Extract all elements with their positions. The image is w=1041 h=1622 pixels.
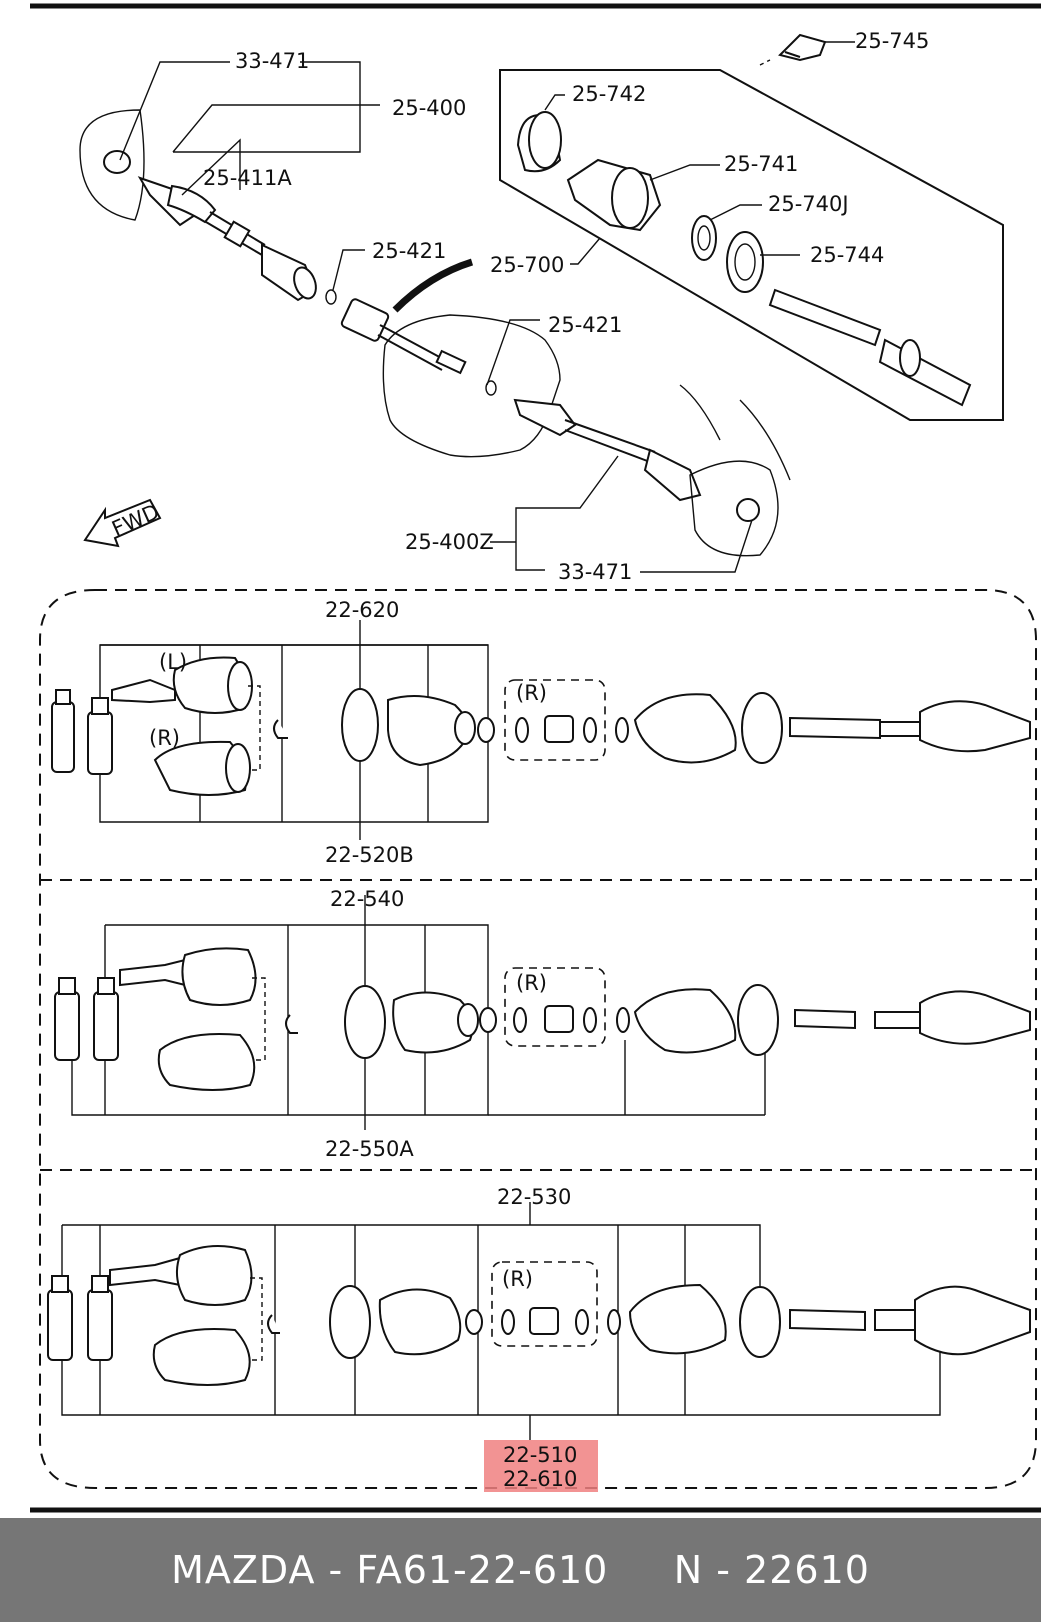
callout-25-700: 25-700	[490, 253, 564, 277]
section-3-top-label: 22-530	[497, 1185, 571, 1209]
section-1-right-tag: (R)	[149, 726, 180, 750]
footer-part-number: MAZDA - FA61-22-610 N - 22610	[171, 1548, 870, 1592]
callout-25-744: 25-744	[810, 243, 884, 267]
part-highlight	[484, 1440, 598, 1492]
callout-33-471-top: 33-471	[235, 49, 309, 73]
section-1-group-tag: (R)	[516, 681, 547, 705]
section-3-driveshaft	[47, 1202, 1031, 1440]
section-2-group-tag: (R)	[516, 971, 547, 995]
intermediate-shaft-assembly	[499, 33, 1004, 421]
callout-25-400: 25-400	[392, 96, 466, 120]
part-number-footer: MAZDA - FA61-22-610 N - 22610	[0, 1518, 1041, 1622]
callout-25-745: 25-745	[855, 29, 929, 53]
section-2-driveshaft	[54, 895, 1031, 1130]
callout-25-411a: 25-411A	[203, 166, 292, 190]
section-3-bottom-label-1: 22-510	[503, 1443, 577, 1467]
callout-25-421-right: 25-421	[548, 313, 622, 337]
section-1-left-tag: (L)	[159, 650, 187, 674]
callout-25-400z: 25-400Z	[405, 530, 494, 554]
callout-33-471-bottom: 33-471	[558, 560, 632, 584]
top-exploded-view: FWD	[79, 61, 791, 573]
callout-25-741: 25-741	[724, 152, 798, 176]
section-1-top-label: 22-620	[325, 598, 399, 622]
section-1-bottom-label: 22-520B	[325, 843, 414, 867]
callout-25-421-left: 25-421	[372, 239, 446, 263]
callout-25-740j: 25-740J	[768, 192, 849, 216]
callout-25-742: 25-742	[572, 82, 646, 106]
detail-panel	[39, 589, 1037, 1489]
parts-diagram: FWD 33-471 25-400 25-411A 25-421 25-700 …	[30, 3, 1041, 1513]
section-3-bottom-label-2: 22-610	[503, 1467, 577, 1491]
section-2-bottom-label: 22-550A	[325, 1137, 414, 1161]
section-2-top-label: 22-540	[330, 887, 404, 911]
section-1-driveshaft	[51, 620, 1031, 840]
section-3-group-tag: (R)	[502, 1267, 533, 1291]
fwd-arrow-icon: FWD	[83, 498, 163, 548]
